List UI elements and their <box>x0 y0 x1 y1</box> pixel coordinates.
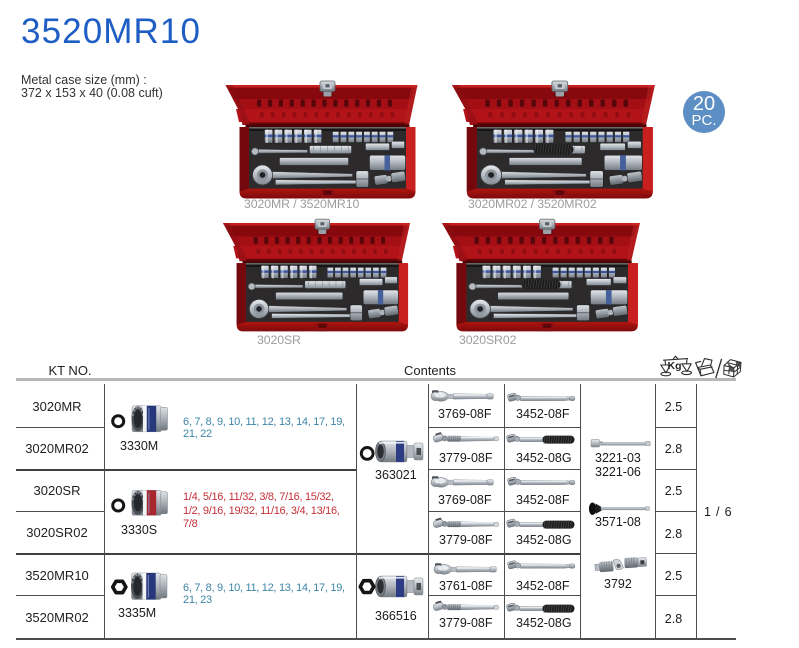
svg-text:Kg: Kg <box>668 360 682 372</box>
